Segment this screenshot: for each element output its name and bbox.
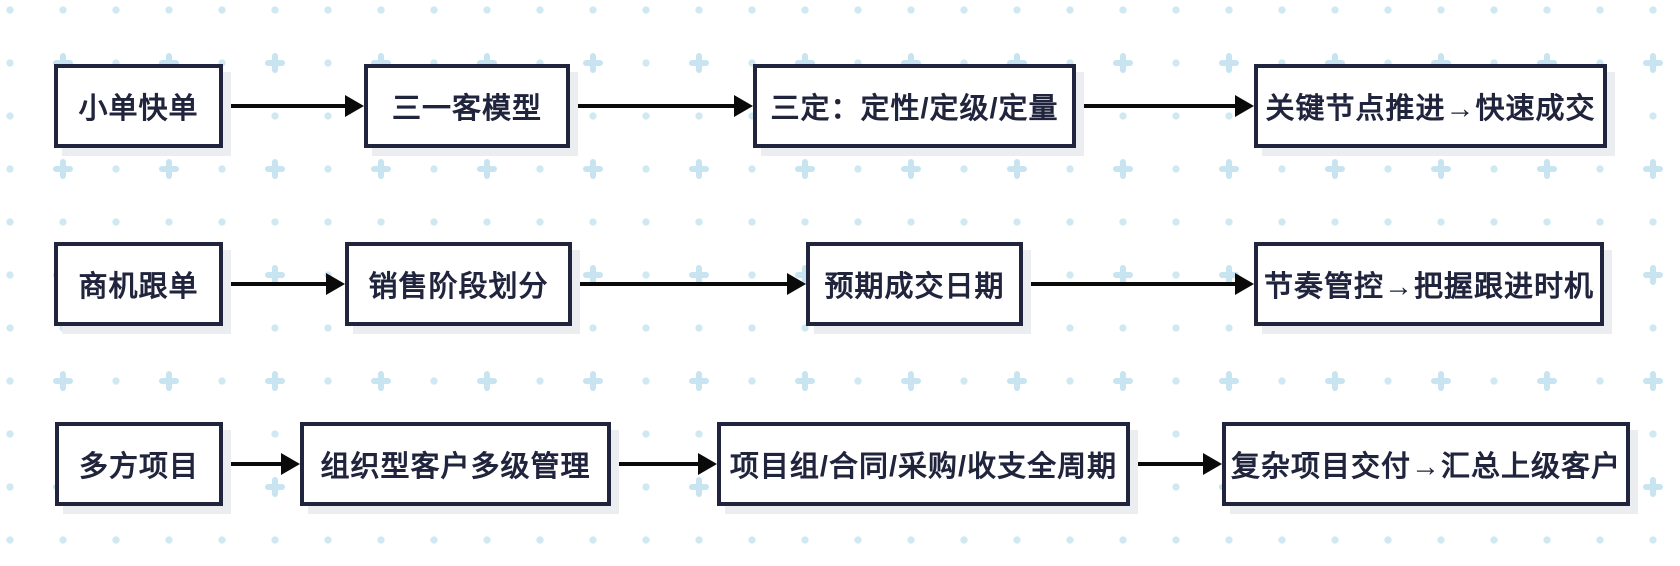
plus-pattern-mark [795, 159, 815, 179]
plus-pattern-mark [265, 159, 285, 179]
plus-pattern-mark [689, 371, 709, 391]
plus-pattern-mark [901, 159, 921, 179]
plus-pattern-mark [1431, 371, 1451, 391]
plus-pattern-mark [477, 371, 497, 391]
flow-node-small-fast-order: 小单快单 [54, 64, 223, 148]
plus-pattern-mark [583, 53, 603, 73]
plus-pattern-mark [265, 53, 285, 73]
plus-pattern-mark [1537, 159, 1557, 179]
plus-pattern-mark [1325, 159, 1345, 179]
plus-pattern-mark [1643, 53, 1663, 73]
plus-pattern-mark [689, 477, 709, 497]
plus-pattern-mark [1007, 159, 1027, 179]
flow-node-full-lifecycle: 项目组/合同/采购/收支全周期 [717, 422, 1130, 506]
plus-pattern-mark [265, 371, 285, 391]
plus-pattern-mark [1537, 371, 1557, 391]
flow-node-rhythm-control: 节奏管控→把握跟进时机 [1254, 242, 1604, 326]
arrow-r3-3 [1130, 453, 1222, 475]
flow-node-three-determinations: 三定：定性/定级/定量 [753, 64, 1076, 148]
plus-pattern-mark [583, 159, 603, 179]
plus-pattern-mark [1325, 371, 1345, 391]
plus-pattern-mark [1431, 159, 1451, 179]
plus-pattern-mark [53, 159, 73, 179]
arrow-r2-3 [1023, 273, 1254, 295]
plus-pattern-mark [265, 477, 285, 497]
flow-node-multi-party-project: 多方项目 [55, 422, 223, 506]
plus-pattern-mark [1643, 265, 1663, 285]
arrow-r3-2 [611, 453, 717, 475]
flow-node-expected-close-date: 预期成交日期 [806, 242, 1023, 326]
plus-pattern-mark [1007, 371, 1027, 391]
plus-pattern-mark [371, 371, 391, 391]
arrow-r2-2 [572, 273, 806, 295]
flow-node-sales-stages: 销售阶段划分 [345, 242, 572, 326]
plus-pattern-mark [1113, 371, 1133, 391]
plus-pattern-mark [689, 53, 709, 73]
plus-pattern-mark [1219, 159, 1239, 179]
flow-node-key-node-push: 关键节点推进→快速成交 [1254, 64, 1607, 148]
plus-pattern-mark [477, 159, 497, 179]
plus-pattern-mark [1643, 371, 1663, 391]
plus-pattern-mark [1219, 371, 1239, 391]
plus-pattern-mark [1113, 159, 1133, 179]
plus-pattern-mark [1643, 477, 1663, 497]
plus-pattern-mark [1113, 53, 1133, 73]
plus-pattern-mark [689, 159, 709, 179]
plus-pattern-mark [159, 159, 179, 179]
plus-pattern-mark [901, 371, 921, 391]
arrow-r1-3 [1076, 95, 1254, 117]
plus-pattern-mark [1643, 159, 1663, 179]
plus-pattern-mark [1219, 53, 1239, 73]
arrow-r1-2 [570, 95, 753, 117]
plus-pattern-mark [795, 371, 815, 391]
plus-pattern-mark [371, 159, 391, 179]
flow-node-org-customer-mgmt: 组织型客户多级管理 [300, 422, 611, 506]
flow-node-complex-delivery: 复杂项目交付→汇总上级客户 [1222, 422, 1630, 506]
flow-node-opportunity-follow: 商机跟单 [54, 242, 223, 326]
plus-pattern-mark [583, 371, 603, 391]
arrow-r3-1 [223, 453, 300, 475]
arrow-r1-1 [223, 95, 364, 117]
plus-pattern-mark [159, 371, 179, 391]
flow-node-sanyike-model: 三一客模型 [364, 64, 570, 148]
arrow-r2-1 [223, 273, 345, 295]
plus-pattern-mark [53, 371, 73, 391]
